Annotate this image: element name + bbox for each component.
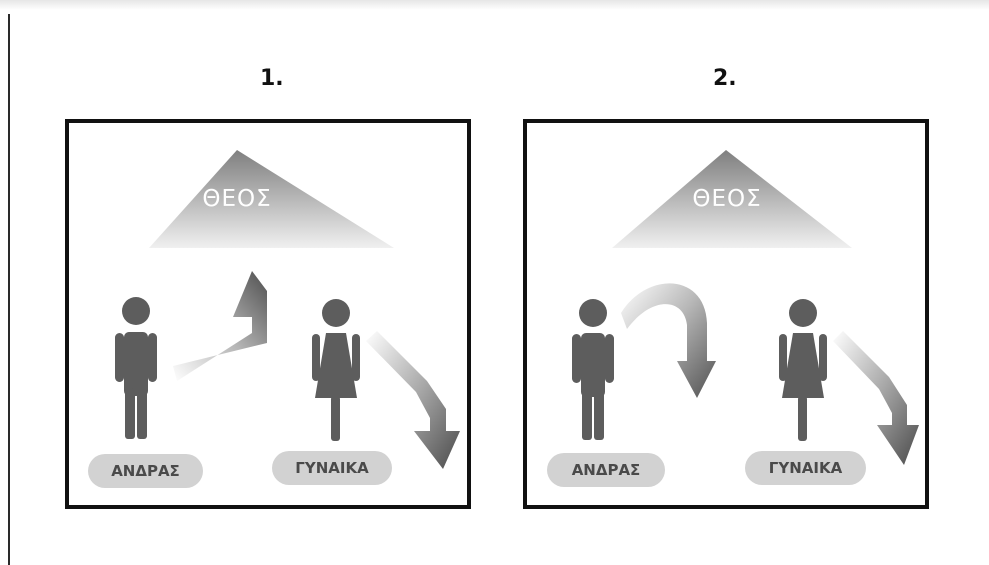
god-triangle (149, 150, 394, 248)
god-triangle (612, 150, 852, 248)
downward-arrow (833, 331, 919, 465)
god-label: ΘΕΟΣ (202, 186, 272, 212)
man-label: ΑΝΔΡΑΣ (547, 453, 665, 487)
god-label: ΘΕΟΣ (692, 186, 762, 212)
downward-arrow (366, 331, 460, 469)
man-figure (572, 299, 614, 440)
man-label: ΑΝΔΡΑΣ (88, 454, 203, 488)
panel-1: ΘΕΟΣ ΑΝΔΡΑΣ ΓΥΝΑΙΚΑ (65, 119, 471, 509)
man-figure (115, 297, 157, 439)
woman-label: ΓΥΝΑΙΚΑ (745, 451, 866, 485)
panel-1-graphics (115, 150, 460, 469)
panel-2: ΘΕΟΣ ΑΝΔΡΑΣ ΓΥΝΑΙΚΑ (523, 119, 929, 509)
curved-arrow (621, 283, 716, 398)
woman-figure (312, 299, 360, 441)
woman-label: ΓΥΝΑΙΚΑ (272, 451, 392, 485)
left-rule (8, 14, 10, 565)
top-shade (0, 0, 989, 10)
panel-1-number: 1. (260, 66, 284, 91)
upward-arrow (173, 271, 267, 381)
panel-2-graphics (572, 150, 919, 465)
panel-2-number: 2. (713, 66, 737, 91)
woman-figure (779, 299, 827, 441)
